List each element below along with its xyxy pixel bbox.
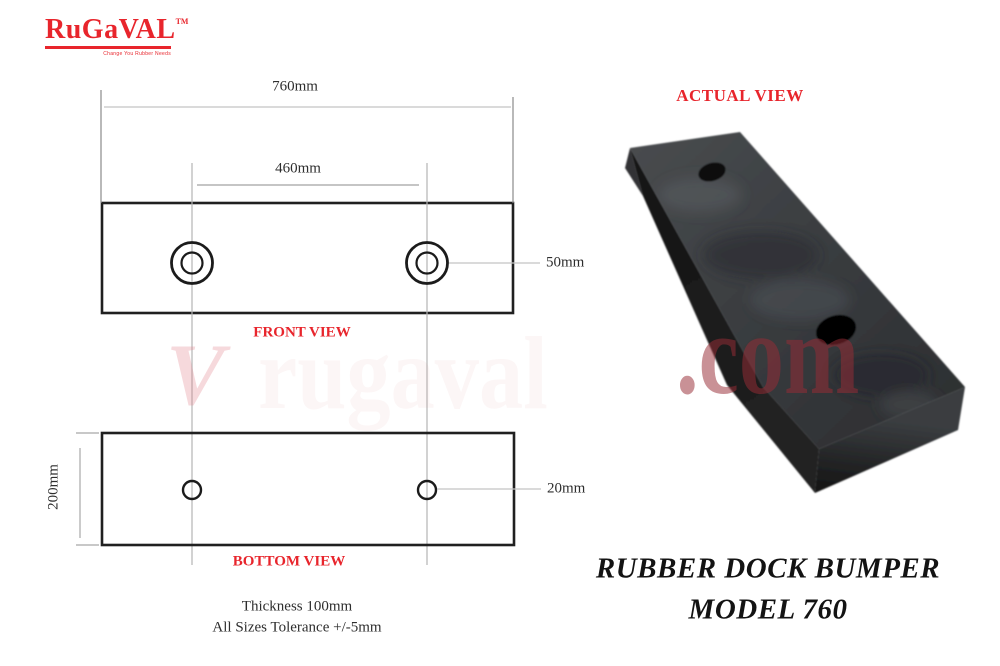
dim-label-460: 460mm [275, 160, 321, 177]
product-title-line1: RUBBER DOCK BUMPER [595, 552, 941, 585]
trademark-symbol: TM [175, 17, 189, 26]
bumper-photo [625, 132, 965, 493]
bumper-far-end-face [625, 148, 643, 196]
product-title-line2: MODEL 760 [688, 593, 848, 626]
brand-logo: RuGaVALTM Change You Rubber Needs [45, 14, 188, 57]
bumper-hole-far [698, 162, 726, 182]
brand-tagline: Change You Rubber Needs [103, 51, 171, 57]
rubber-texture [658, 177, 940, 419]
bottom-view-caption: BOTTOM VIEW [232, 553, 346, 570]
logo-underline [45, 46, 171, 49]
front-view-outline [100, 201, 515, 315]
note-tolerance: All Sizes Tolerance +/-5mm [212, 619, 382, 636]
dim-label-760: 760mm [272, 78, 318, 95]
bumper-near-end-face [815, 387, 965, 493]
dim-label-50: 50mm [546, 254, 585, 271]
front-hole-right-outer [405, 241, 449, 285]
bumper-side-face [630, 148, 819, 493]
bottom-hole-left [181, 479, 203, 501]
bumper-hole-near [815, 314, 857, 346]
front-hole-left-outer [170, 241, 214, 285]
actual-view-caption: ACTUAL VIEW [676, 86, 804, 105]
front-view-caption: FRONT VIEW [253, 324, 351, 341]
bottom-hole-right [416, 479, 438, 501]
dim-label-20: 20mm [547, 480, 586, 497]
dim-label-200: 200mm [45, 464, 62, 510]
brand-name: RuGaVAL [45, 14, 176, 45]
front-hole-left-inner [180, 251, 204, 275]
note-thickness: Thickness 100mm [241, 598, 353, 615]
front-hole-right-inner [415, 251, 439, 275]
